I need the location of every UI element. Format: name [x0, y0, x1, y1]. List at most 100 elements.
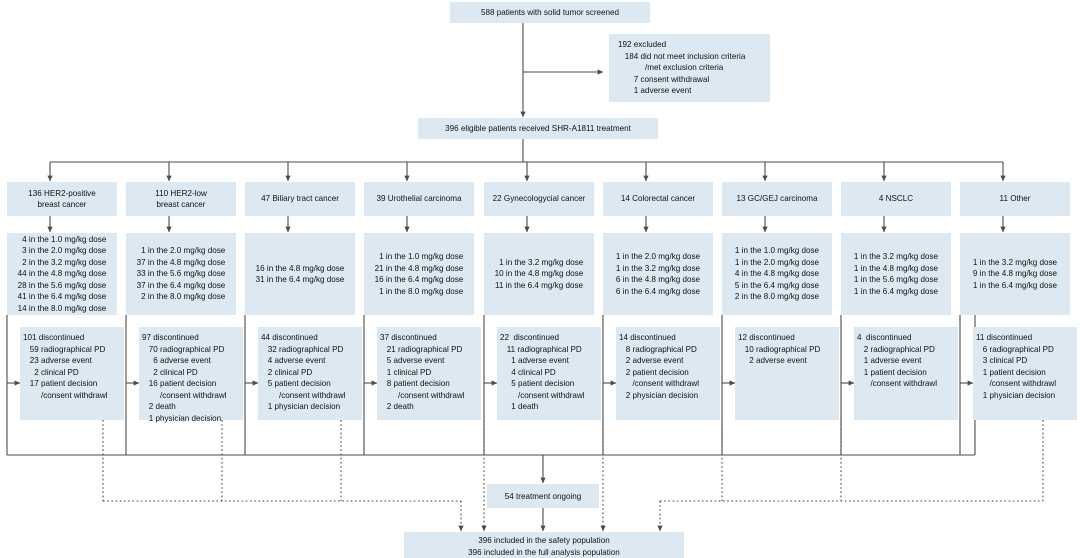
final-line: 396 included in the full analysis popula…	[468, 547, 620, 557]
box-screened: 588 patients with solid tumor screened	[450, 2, 650, 23]
discontinued-line: 59 radiographical PD	[23, 344, 106, 354]
dose-line: 44 in the 4.8 mg/kg dose	[17, 269, 107, 279]
discontinued-line: 1 physician decision	[261, 402, 341, 411]
dose-line: 1 in the 8.0 mg/kg dose	[374, 286, 464, 296]
discontinued-line: 14 discontinued	[619, 333, 676, 342]
cohort-label: 11 Other	[999, 194, 1031, 204]
dose-line: 1 in the 5.6 mg/kg dose	[853, 275, 939, 284]
discontinued-box-4: 22 discontinued 11 radiographical PD 1 a…	[497, 327, 601, 420]
dose-line: 14 in the 8.0 mg/kg dose	[17, 303, 107, 313]
dose-line: 2 in the 8.0 mg/kg dose	[136, 292, 226, 302]
dose-line: 4 in the 4.8 mg/kg dose	[734, 269, 820, 279]
discontinued-line: /consent withdrawl	[261, 390, 346, 400]
dose-line: 21 in the 4.8 mg/kg dose	[374, 263, 464, 273]
dose-line: 1 in the 1.0 mg/kg dose	[734, 246, 820, 256]
cohort-label: 4 NSCLC	[878, 194, 914, 204]
discontinued-line: 101 discontinued	[23, 333, 85, 342]
box-excluded: 192 excluded 184 did not meet inclusion …	[609, 34, 770, 102]
discontinued-line: /consent withdrawl	[142, 390, 227, 400]
discontinued-line: 2 death	[142, 402, 176, 411]
discontinued-line: 17 patient decision	[23, 379, 98, 388]
discontinued-line: 11 radiographical PD	[500, 344, 582, 354]
discontinued-line: 2 death	[380, 402, 414, 411]
discontinued-line: 44 discontinued	[261, 333, 318, 342]
discontinued-line: 1 clinical PD	[380, 367, 432, 377]
cohort-box-8: 11 Other	[960, 182, 1070, 216]
discontinued-line: 8 patient decision	[380, 379, 450, 388]
dose-line: 3 in the 2.0 mg/kg dose	[17, 246, 107, 256]
dose-box-0: 4 in the 1.0 mg/kg dose 3 in the 2.0 mg/…	[7, 233, 117, 315]
discontinued-box-1: 97 discontinued 70 radiographical PD 6 a…	[139, 327, 243, 423]
discontinued-line: 1 death	[500, 402, 539, 411]
discontinued-line: 2 clinical PD	[142, 367, 198, 377]
box-eligible: 396 eligible patients received SHR-A1811…	[418, 118, 658, 139]
ongoing-text: 54 treatment ongoing	[504, 492, 582, 501]
cohort-label: breast cancer	[156, 200, 206, 209]
dose-line: 1 in the 2.0 mg/kg dose	[615, 252, 701, 261]
cohort-box-6: 13 GC/GEJ carcinoma	[722, 182, 832, 216]
dose-line: 41 in the 6.4 mg/kg dose	[17, 292, 107, 302]
discontinued-line: 1 patient decision	[857, 367, 927, 377]
box-final-population: 396 included in the safety population 39…	[404, 532, 684, 558]
dose-line: 10 in the 4.8 mg/kg dose	[494, 269, 584, 279]
discontinued-line: 11 discontinued	[976, 333, 1033, 342]
discontinued-line: 1 adverse event	[857, 356, 922, 365]
dose-line: 1 in the 3.2 mg/kg dose	[494, 257, 584, 267]
cohort-box-7: 4 NSCLC	[841, 182, 951, 216]
discontinued-line: 37 discontinued	[380, 333, 437, 342]
discontinued-line: 2 adverse event	[619, 356, 684, 365]
cohort-label: 13 GC/GEJ carcinoma	[736, 194, 818, 204]
discontinued-line: /consent withdrawl	[500, 390, 585, 400]
discontinued-line: 70 radiographical PD	[142, 344, 225, 354]
discontinued-box-2: 44 discontinued 32 radiographical PD 4 a…	[258, 327, 362, 420]
discontinued-box-7: 4 discontinued 2 radiographical PD 1 adv…	[854, 327, 958, 420]
box-treatment-ongoing: 54 treatment ongoing	[487, 484, 599, 508]
discontinued-box-3: 37 discontinued 21 radiographical PD 5 a…	[377, 327, 481, 420]
dose-line: 2 in the 8.0 mg/kg dose	[734, 292, 820, 302]
discontinued-box-6: 12 discontinued 10 radiographical PD 2 a…	[735, 327, 839, 420]
discontinued-line: 2 clinical PD	[261, 367, 313, 377]
cohort-label: 47 Biliary tract cancer	[261, 194, 339, 204]
dose-line: 16 in the 6.4 mg/kg dose	[374, 275, 464, 284]
dose-line: 37 in the 4.8 mg/kg dose	[136, 257, 226, 267]
discontinued-line: 4 clinical PD	[500, 367, 556, 377]
discontinued-line: 2 patient decision	[619, 367, 689, 377]
dose-box-4: 1 in the 3.2 mg/kg dose 10 in the 4.8 mg/…	[484, 233, 594, 315]
dose-line: 1 in the 3.2 mg/kg dose	[853, 252, 939, 261]
excluded-line: 1 adverse event	[618, 86, 692, 95]
excluded-line: 184 did not meet inclusion criteria	[618, 51, 746, 61]
cohort-label: breast cancer	[37, 200, 87, 209]
discontinued-line: 1 physician decision	[976, 390, 1056, 400]
cohort-box-3: 39 Urothelial carcinoma	[364, 182, 474, 216]
dose-line: 31 in the 6.4 mg/kg dose	[255, 275, 345, 284]
discontinued-line: 6 radiographical PD	[976, 344, 1054, 354]
discontinued-line: 4 adverse event	[261, 356, 326, 365]
excluded-line: /met exclusion criteria	[618, 63, 724, 72]
discontinued-line: 97 discontinued	[142, 333, 199, 342]
dose-line: 1 in the 2.0 mg/kg dose	[136, 246, 226, 256]
discontinued-line: 23 adverse event	[23, 356, 92, 365]
cohort-label: 14 Colorectal cancer	[620, 194, 696, 204]
discontinued-line: 1 physician decision	[142, 413, 222, 423]
dose-line: 5 in the 6.4 mg/kg dose	[734, 280, 820, 290]
cohort-box-4: 22 Gynecologycial cancer	[484, 182, 594, 216]
discontinued-line: /consent withdrawl	[619, 379, 700, 388]
dose-line: 11 in the 6.4 mg/kg dose	[494, 280, 584, 290]
discontinued-line: 5 patient decision	[500, 379, 575, 388]
discontinued-line: 22 discontinued	[500, 333, 559, 342]
dose-line: 1 in the 6.4 mg/kg dose	[972, 280, 1058, 290]
discontinued-line: 10 radiographical PD	[738, 344, 821, 354]
dose-line: 9 in the 4.8 mg/kg dose	[972, 269, 1058, 279]
discontinued-line: 4 discontinued	[857, 333, 912, 342]
discontinued-line: 2 physician decision	[619, 390, 699, 400]
cohort-label: 22 Gynecologycial cancer	[492, 194, 586, 204]
discontinued-line: /consent withdrawl	[976, 379, 1057, 388]
cohort-box-0: 136 HER2-positive breast cancer	[7, 182, 117, 216]
cohort-label: 136 HER2-positive	[28, 188, 96, 198]
screened-text: 588 patients with solid tumor screened	[480, 8, 620, 17]
discontinued-line: /consent withdrawl	[857, 379, 938, 388]
